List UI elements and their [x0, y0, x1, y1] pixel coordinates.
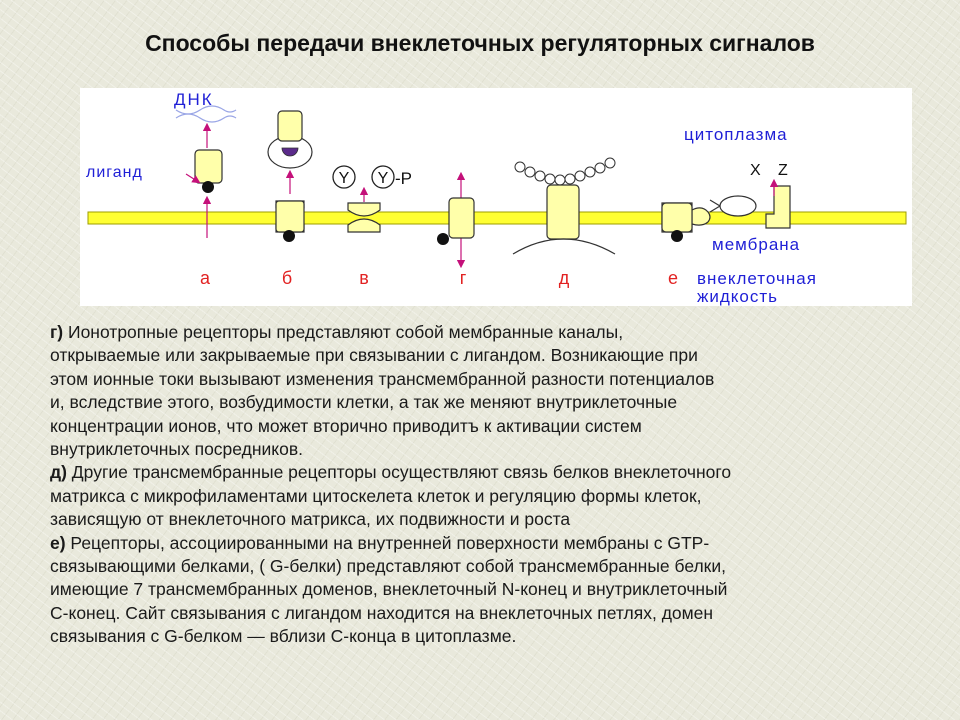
g-protein — [719, 195, 757, 217]
ligand-d-dot — [437, 233, 449, 245]
membrane-label: мембрана — [712, 235, 800, 254]
letter-c: в — [359, 268, 369, 288]
extracellular-label-1: внеклеточная — [697, 269, 817, 288]
ligand-f-dot — [671, 230, 683, 242]
text-line: имеющие 7 трансмембранных доменов, внекл… — [50, 579, 728, 600]
letter-d: г — [460, 268, 467, 288]
letter-e: д — [559, 268, 570, 288]
x-label: X — [750, 162, 761, 179]
paragraph-label: д) — [50, 462, 67, 483]
diagram-svg: Y Y -P X Z ДНК лиганд цит — [86, 90, 907, 306]
ligand-b-dot — [283, 230, 295, 242]
text-line-content: Рецепторы, ассоциированными на внутренне… — [65, 532, 710, 553]
text-line-content: Другие трансмембранные рецепторы осущест… — [66, 462, 732, 483]
dna-helix-icon — [175, 105, 237, 123]
text-line: связывания с G-белком — вблизи C-конца в… — [50, 626, 517, 647]
receptor-a — [194, 149, 223, 184]
receptor-d — [448, 197, 475, 239]
extracellular-matrix-arc — [512, 238, 616, 255]
y-label-left: Y — [339, 170, 350, 187]
receptor-e — [546, 184, 580, 240]
paragraph-e: е) Рецепторы, ассоциированными на внутре… — [50, 532, 930, 649]
receptor-b-body — [275, 200, 305, 233]
signaling-diagram: Y Y -P X Z ДНК лиганд цит — [80, 88, 912, 306]
extracellular-label-2: жидкость — [697, 287, 778, 306]
phospho-label: -P — [395, 169, 412, 188]
slide-title: Способы передачи внеклеточных регуляторн… — [145, 30, 815, 56]
letter-f: е — [668, 268, 678, 288]
text-line: внутриклеточных посредников. — [50, 439, 304, 460]
ligand-b-internal-icon — [281, 147, 299, 157]
paragraph-g: г) Ионотропные рецепторы представляют со… — [50, 321, 930, 461]
text-line: е) Рецепторы, ассоциированными на внутре… — [50, 532, 930, 555]
paragraph-d: д) Другие трансмембранные рецепторы осущ… — [50, 461, 930, 531]
cytoskeleton-chain — [514, 157, 616, 186]
letter-b: б — [282, 268, 292, 288]
text-line: концентрации ионов, что может вторично п… — [50, 415, 642, 436]
body-text: г) Ионотропные рецепторы представляют со… — [50, 321, 930, 649]
text-line: связывающими белками, ( G-белки) предста… — [50, 556, 726, 577]
cytoplasm-label: цитоплазма — [684, 125, 788, 144]
effector-z — [765, 185, 791, 229]
y-label-right: Y — [378, 170, 389, 187]
z-label: Z — [778, 162, 788, 179]
receptor-b-top — [277, 110, 303, 142]
ligand-label: лиганд — [86, 164, 143, 181]
text-line: д) Другие трансмембранные рецепторы осущ… — [50, 461, 930, 484]
text-line: г) Ионотропные рецепторы представляют со… — [50, 321, 930, 344]
y-circle-right — [371, 165, 395, 189]
paragraph-label: г) — [50, 322, 64, 342]
ligand-a-dot — [202, 181, 214, 193]
text-line: матрикса с микрофиламентами цитоскелета … — [50, 485, 702, 506]
receptor-c-lower — [347, 218, 381, 233]
text-line-content: Ионотропные рецепторы представляют собой… — [63, 322, 624, 342]
text-line: зависящую от внеклеточного матрикса, их … — [50, 509, 571, 530]
paragraph-label: е) — [50, 532, 66, 553]
dna-label: ДНК — [174, 90, 214, 109]
text-line: C-конец. Сайт связывания с лигандом нахо… — [50, 602, 714, 623]
g-protein-tail — [709, 199, 721, 213]
y-circle-left — [332, 165, 356, 189]
letter-a: а — [200, 268, 211, 288]
receptor-f-body — [661, 202, 693, 233]
arrow-ligand-label — [185, 173, 201, 184]
text-line: этом ионные токи вызывают изменения тран… — [50, 368, 715, 389]
receptor-c — [347, 202, 381, 217]
text-line: и, вследствие этого, возбудимости клетки… — [50, 392, 678, 413]
text-line: открываемые или закрываемые при связыван… — [50, 345, 698, 366]
